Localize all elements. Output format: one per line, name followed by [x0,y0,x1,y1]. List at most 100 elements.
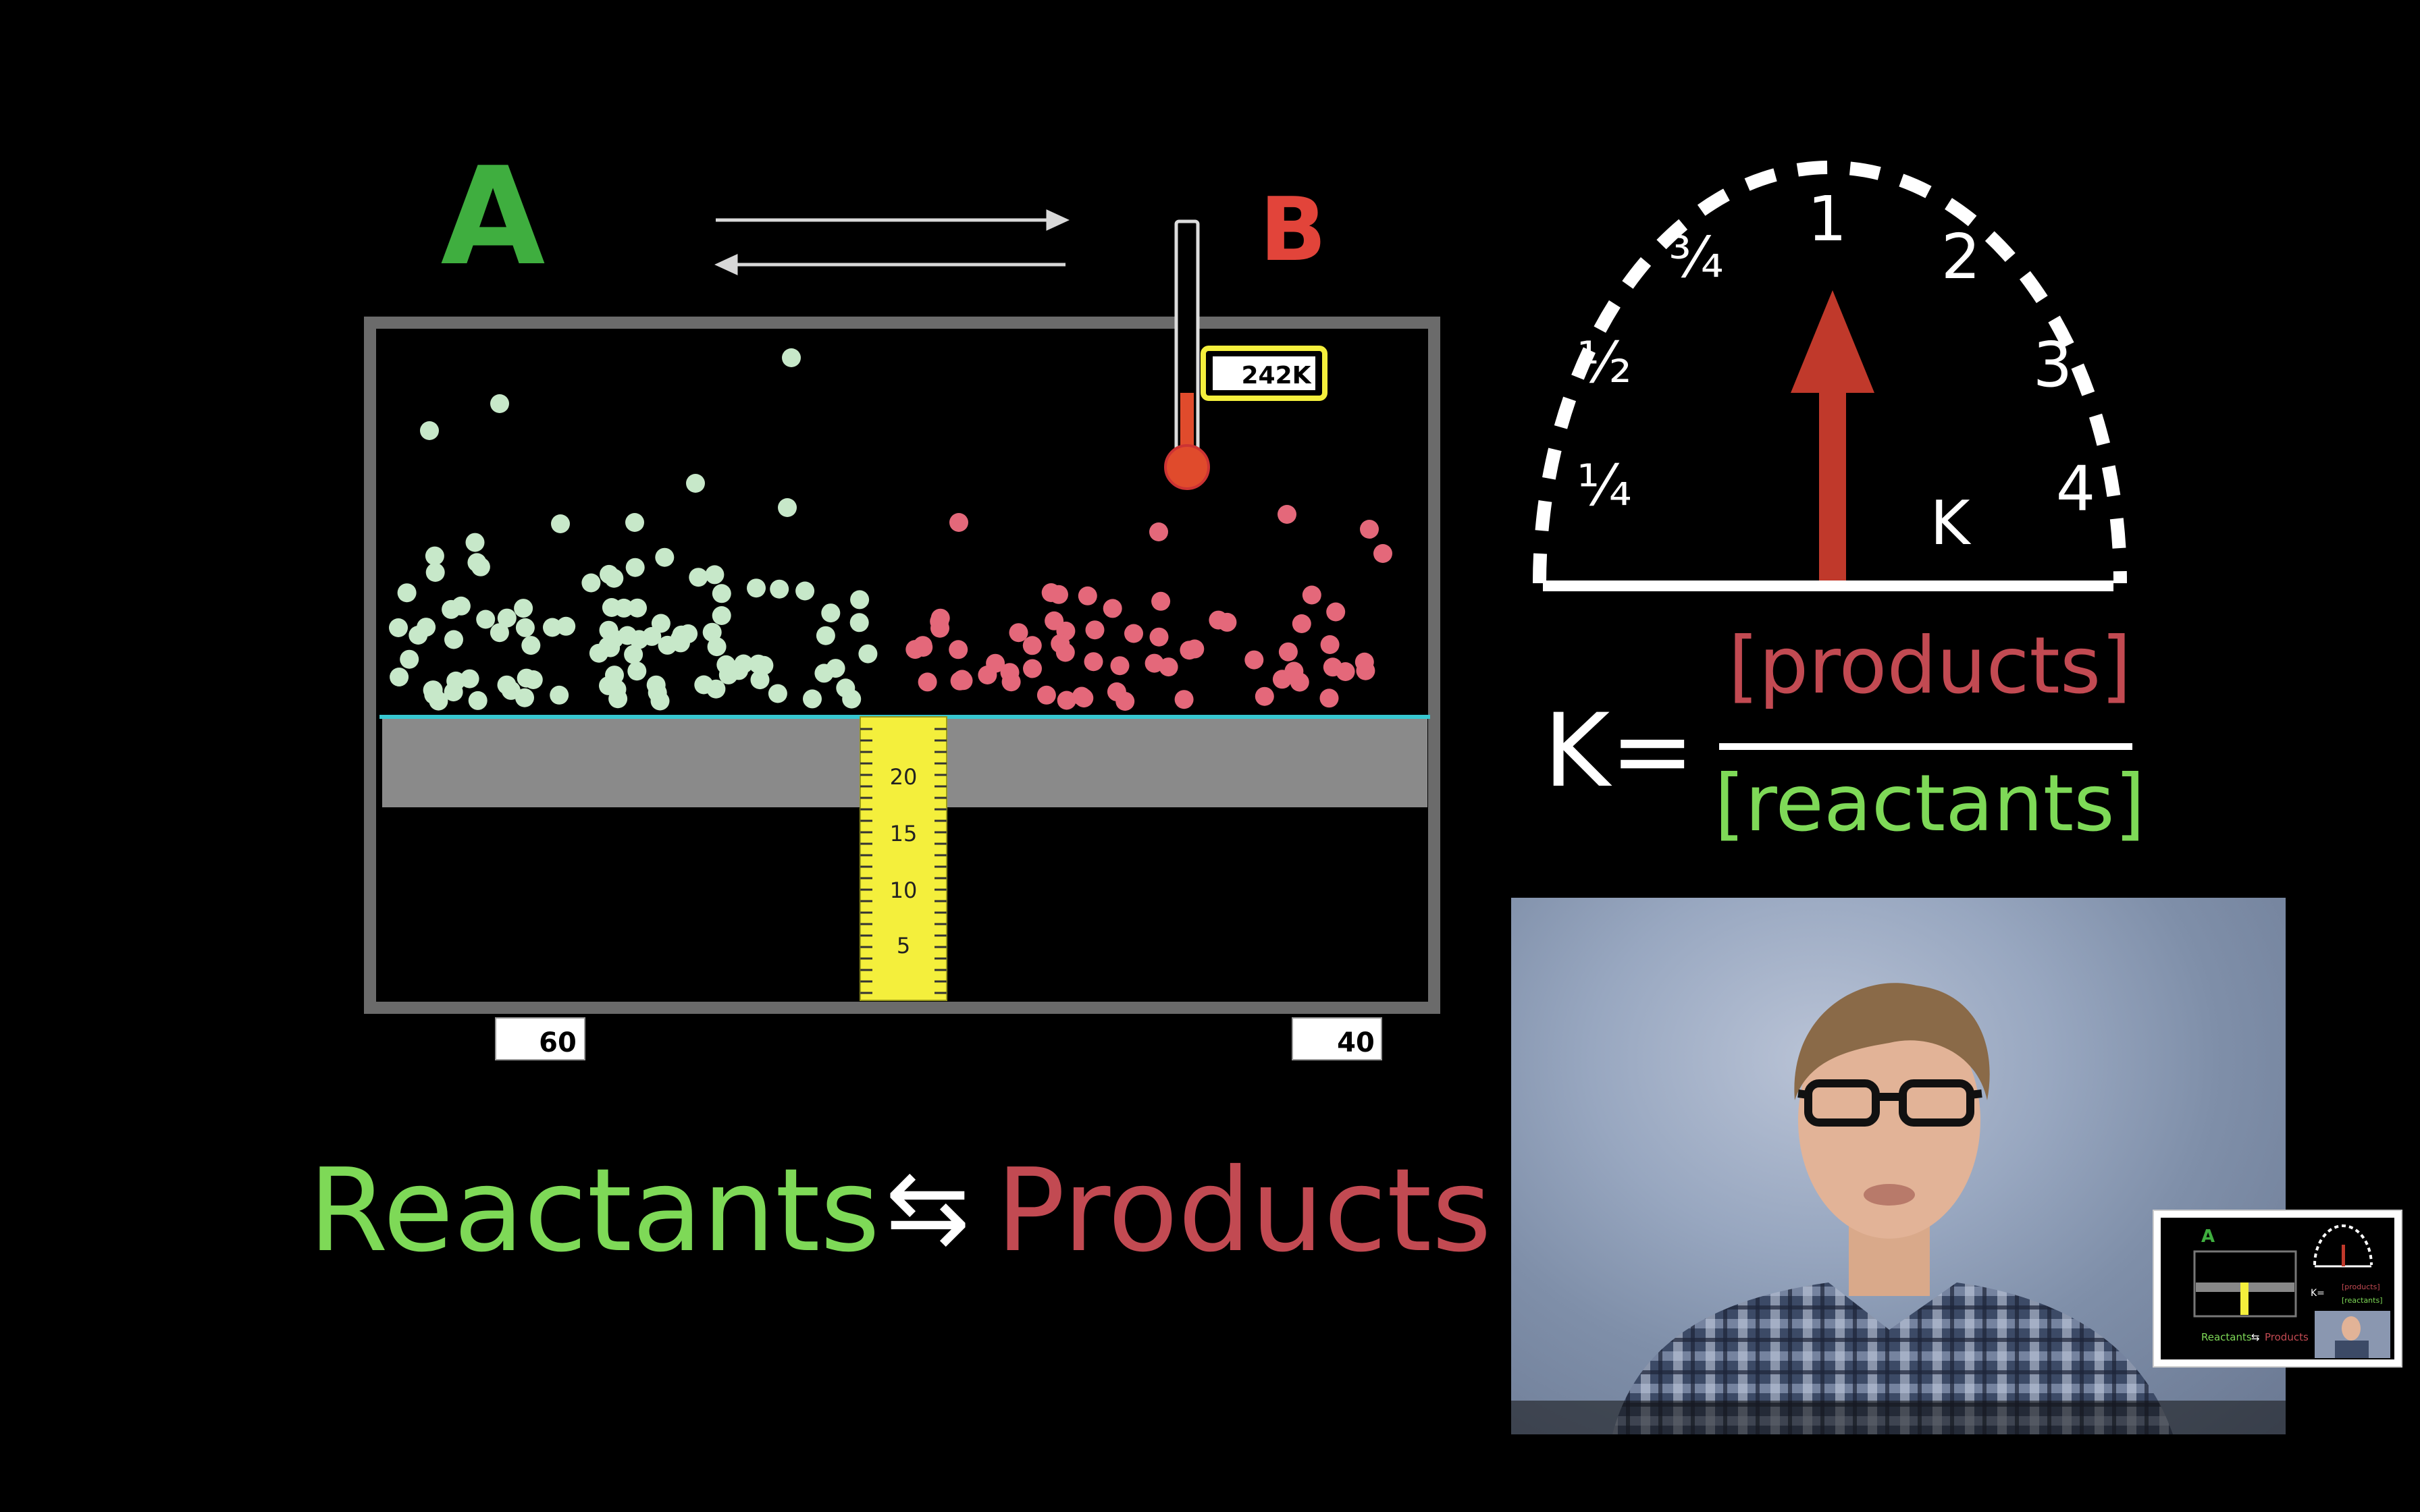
reactant-particle [734,654,754,674]
equation-arrow-icon: ⇆ [885,1149,970,1266]
thermometer-bulb-icon [1164,444,1210,490]
product-particle [1103,599,1122,618]
ruler-tick-20: 20 [890,764,918,790]
product-particle [1292,614,1311,633]
product-particle [1326,602,1346,622]
picture-in-picture-thumbnail[interactable]: A K= [products] [reactants] Reactants ⇆ … [2153,1210,2402,1368]
product-particle [1319,688,1339,708]
product-particle [918,672,937,692]
product-particle [949,640,968,659]
particles [389,348,1392,711]
reactant-particle [550,685,569,705]
product-particle [952,670,972,689]
reactant-particle [600,564,619,584]
reactant-particle [420,421,439,440]
product-particle [1072,686,1091,706]
reactant-particle [651,614,670,633]
reactant-particle [467,553,487,572]
product-particle [1336,662,1355,681]
reactant-particle [629,630,649,649]
reactant-particle [655,547,675,567]
reactant-particle [581,573,601,593]
pip-k-equals: K= [2311,1288,2325,1299]
reactant-particle [625,558,645,577]
formula-denominator: [reactants] [1714,758,2145,849]
reactant-particle [397,583,417,603]
product-particle [1022,636,1042,655]
gauge-tick-4: 4 [2056,453,2096,525]
gauge-tick-2: 2 [1941,221,1981,293]
k-gauge: ¼ ½ ¾ 1 2 3 4 K [1533,161,2127,591]
reactant-particle [858,644,878,664]
equation-reactants: Reactants [309,1144,880,1278]
reactant-particle [778,498,797,517]
product-particle [978,666,997,684]
pip-letter-a: A [2201,1226,2215,1247]
reactant-particle [803,689,822,709]
reactant-particle [515,618,535,637]
gauge-tick-three-quarters: ¾ [1668,224,1723,290]
gauge-tick-half: ½ [1577,329,1631,396]
reactant-particle [650,691,670,711]
reactant-particle [850,590,870,610]
gauge-k-symbol: K [1930,488,1971,559]
reactant-particle [749,654,768,674]
product-particle [1302,585,1321,605]
pip-products: Products [2265,1331,2309,1343]
equation-products: Products [996,1144,1492,1278]
reactant-particle [628,598,647,618]
reactant-particle [465,533,485,552]
product-particle [1284,662,1304,681]
gauge-tick-quarter: ¼ [1577,452,1631,518]
reactant-particle [821,603,841,623]
reactant-particle [451,596,471,616]
reactant-letter-a: A [441,138,546,296]
presenter-video[interactable] [1511,898,2286,1434]
product-particle [1084,652,1103,672]
product-count: 40 [1337,1027,1375,1058]
product-particle [1085,620,1105,640]
reactant-particle [614,598,633,618]
reactant-particle [608,689,628,709]
reactant-count: 60 [539,1027,577,1058]
reactant-particle [389,618,408,637]
product-particle [1124,624,1143,643]
reactant-particle [425,546,444,566]
ruler-tick-10: 10 [890,878,918,903]
reactant-particle [686,474,705,493]
reactant-particle [694,675,714,695]
forward-arrow-head-icon [1046,209,1070,231]
product-particle [1045,611,1064,630]
formula-numerator: [products] [1728,620,2131,711]
reactant-particle [423,680,442,700]
product-particle [1049,585,1068,604]
reactant-particle [517,668,536,688]
reactant-particle [627,662,647,681]
product-particle [949,513,968,532]
reactant-particle [400,649,419,669]
product-particle [1145,653,1164,673]
reactant-particle [476,610,496,629]
product-particle [1110,656,1130,676]
product-particle [913,636,932,655]
reactant-particle [814,664,834,683]
reactant-particle [624,645,643,664]
reactant-particle [444,682,463,702]
product-particle [1278,642,1298,662]
k-formula: K= [products] [reactants] [1544,620,2145,849]
product-particle [1036,685,1056,705]
product-particle [1185,639,1205,659]
reactant-particle [768,684,787,703]
reactant-particle [782,348,801,367]
reverse-arrow-head-icon [714,254,738,275]
reactant-particle [497,608,517,628]
product-particle [1149,522,1168,541]
product-letter-b: B [1259,178,1326,281]
product-particle [1159,657,1178,677]
ruler-tick-5: 5 [897,933,910,959]
pip-arrow-icon: ⇆ [2251,1331,2260,1343]
reactant-particle [770,579,789,599]
gauge-tick-3: 3 [2033,329,2073,401]
reactant-particle [816,626,835,645]
